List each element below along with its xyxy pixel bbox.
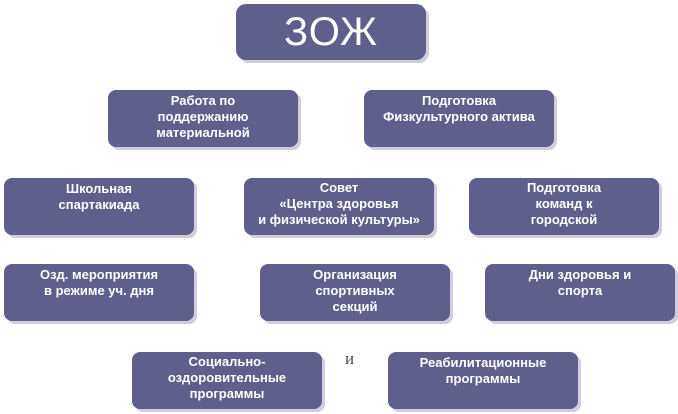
box-health-days-text: Дни здоровья и спорта [528, 267, 632, 298]
title-box: ЗОЖ [236, 4, 426, 60]
box-rehab-programs-text: Реабилитационные программы [419, 355, 547, 386]
box-maintenance-text: Работа по поддержанию материальной [156, 93, 250, 140]
box-social-health-programs-text: Социально- оздоровительные программы [167, 354, 287, 401]
box-sports-activists-text: Подготовка Физкультурного актива [383, 93, 535, 124]
box-sports-sections: Организация спортивных секций [260, 264, 450, 321]
box-health-activities-text: Озд. мероприятия в режиме уч. дня [39, 267, 159, 298]
box-sports-activists: Подготовка Физкультурного актива [364, 90, 554, 147]
connector-and: и [345, 349, 355, 368]
box-social-health-programs: Социально- оздоровительные программы [132, 352, 322, 409]
box-city-teams: Подготовка команд к городской [469, 178, 659, 235]
box-health-days: Дни здоровья и спорта [485, 264, 675, 321]
box-health-center-council: Совет «Центра здоровья и физической куль… [244, 178, 434, 235]
box-school-spartakiad-text: Школьная спартакиада [58, 181, 140, 212]
title-text: ЗОЖ [284, 10, 378, 54]
box-rehab-programs: Реабилитационные программы [388, 352, 578, 409]
box-health-activities: Озд. мероприятия в режиме уч. дня [4, 264, 194, 321]
box-health-center-council-text: Совет «Центра здоровья и физической куль… [258, 180, 420, 227]
box-city-teams-text: Подготовка команд к городской [526, 180, 602, 227]
box-maintenance: Работа по поддержанию материальной [108, 90, 298, 147]
box-school-spartakiad: Школьная спартакиада [4, 178, 194, 235]
box-sports-sections-text: Организация спортивных секций [313, 267, 397, 314]
